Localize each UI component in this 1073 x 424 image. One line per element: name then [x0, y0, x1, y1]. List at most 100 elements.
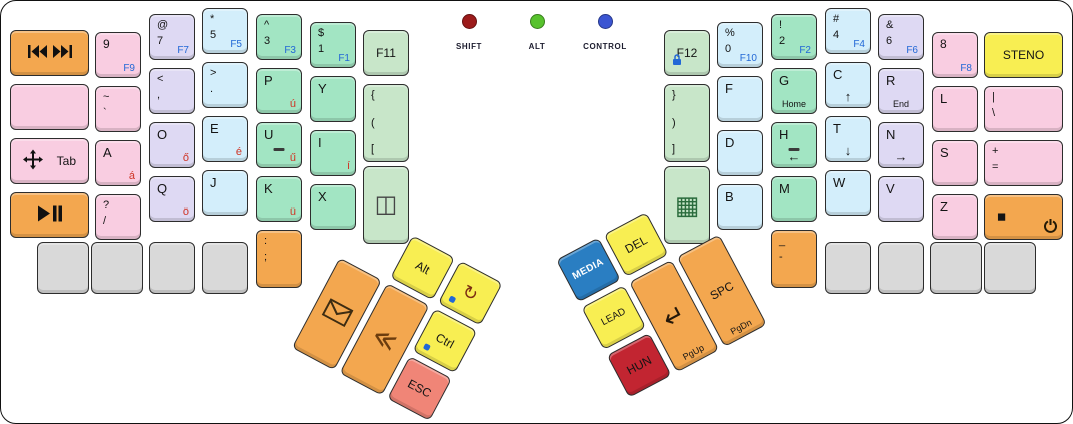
key-label: F3	[284, 45, 296, 56]
key-label: F7	[177, 45, 189, 56]
key-question-slash[interactable]: ?/	[95, 194, 141, 240]
key-move-tab[interactable]: Tab	[10, 138, 89, 184]
key-m[interactable]: M	[771, 176, 817, 222]
key-blank[interactable]	[930, 242, 982, 294]
key-label: U	[264, 127, 274, 142]
key-label: 8	[940, 37, 947, 51]
key-label: E	[210, 121, 219, 136]
key-open-brackets[interactable]: {([	[363, 84, 409, 162]
key-label: &	[886, 19, 894, 31]
key-l[interactable]: L	[932, 86, 978, 132]
key-stop-power[interactable]: ■	[984, 194, 1063, 240]
key-blank[interactable]	[149, 242, 195, 294]
grid-icon: ▦	[674, 190, 700, 220]
key-f[interactable]: F	[717, 76, 763, 122]
shift-indicator-dot	[461, 14, 477, 29]
key-label: 2	[779, 35, 786, 47]
key-label: Ctrl	[433, 330, 457, 352]
key-mail[interactable]	[291, 257, 383, 371]
key-label: í	[346, 160, 350, 172]
key-x[interactable]: X	[310, 184, 356, 230]
key-label: =	[992, 161, 999, 173]
key-grid-layout[interactable]: ▦	[664, 166, 710, 244]
key-z[interactable]: Z	[932, 194, 978, 240]
key-underscore-hyphen[interactable]: _-	[771, 230, 817, 288]
key-steno[interactable]: STENO	[984, 32, 1063, 78]
key-label: ^	[264, 19, 270, 31]
key-label: \	[992, 107, 996, 119]
key-y[interactable]: Y	[310, 76, 356, 122]
key-split-layout[interactable]: ◫	[363, 166, 409, 244]
shift-indicator-label: SHIFT	[455, 42, 483, 51]
key-plus-equals[interactable]: +=	[984, 140, 1063, 186]
key-t[interactable]: T↓	[825, 116, 871, 162]
key-pipe-backslash[interactable]: |\	[984, 86, 1063, 132]
key-c[interactable]: C↑	[825, 62, 871, 108]
key-s[interactable]: S	[932, 140, 978, 186]
key-label: ≪	[368, 322, 401, 356]
key-blank[interactable]	[91, 242, 143, 294]
key-label: [	[371, 143, 375, 155]
key-label: F6	[906, 45, 918, 56]
key-blank[interactable]	[984, 242, 1036, 294]
key-label: Tab	[56, 154, 76, 168]
power-icon	[1044, 219, 1057, 236]
key-f12[interactable]: F12	[664, 30, 710, 76]
key-blank[interactable]	[825, 242, 871, 294]
key-comma[interactable]: <,	[149, 68, 195, 114]
lock-icon	[672, 54, 682, 69]
key-d[interactable]: D	[717, 130, 763, 176]
key-label: SPC	[707, 278, 737, 303]
key-label: P	[264, 73, 273, 88]
key-label: M	[779, 181, 790, 196]
key-label: K	[264, 181, 273, 196]
key-f11[interactable]: F11	[363, 30, 409, 76]
key-n[interactable]: N→	[878, 122, 924, 168]
key-label: F11	[376, 46, 396, 60]
control-indicator-dot	[597, 14, 613, 29]
key-blank[interactable]	[202, 242, 248, 294]
key-j[interactable]: J	[202, 170, 248, 216]
key-w[interactable]: W	[825, 170, 871, 216]
key-play-pause[interactable]	[10, 192, 89, 238]
key-label: ö	[182, 206, 189, 218]
key-label: T	[833, 121, 841, 136]
key-media-prev-next[interactable]	[10, 30, 89, 76]
key-label: J	[210, 175, 217, 190]
key-blank[interactable]	[37, 242, 89, 294]
key-b[interactable]: B	[717, 184, 763, 230]
key-close-brackets[interactable]: })]	[664, 84, 710, 162]
key-colon-semicolon[interactable]: :;	[256, 230, 302, 288]
key-blank[interactable]	[10, 84, 89, 130]
key-h[interactable]: H←	[771, 122, 817, 168]
key-period[interactable]: >.	[202, 62, 248, 108]
key-label: @	[157, 19, 169, 31]
key-grave[interactable]: ~`	[95, 86, 141, 132]
key-label: MEDIA	[570, 256, 606, 283]
key-v[interactable]: V	[878, 176, 924, 222]
key-label: ↻	[458, 280, 482, 306]
key-blank[interactable]	[878, 242, 924, 294]
control-indicator-label: CONTROL	[583, 42, 627, 51]
key-label: $	[318, 27, 325, 39]
